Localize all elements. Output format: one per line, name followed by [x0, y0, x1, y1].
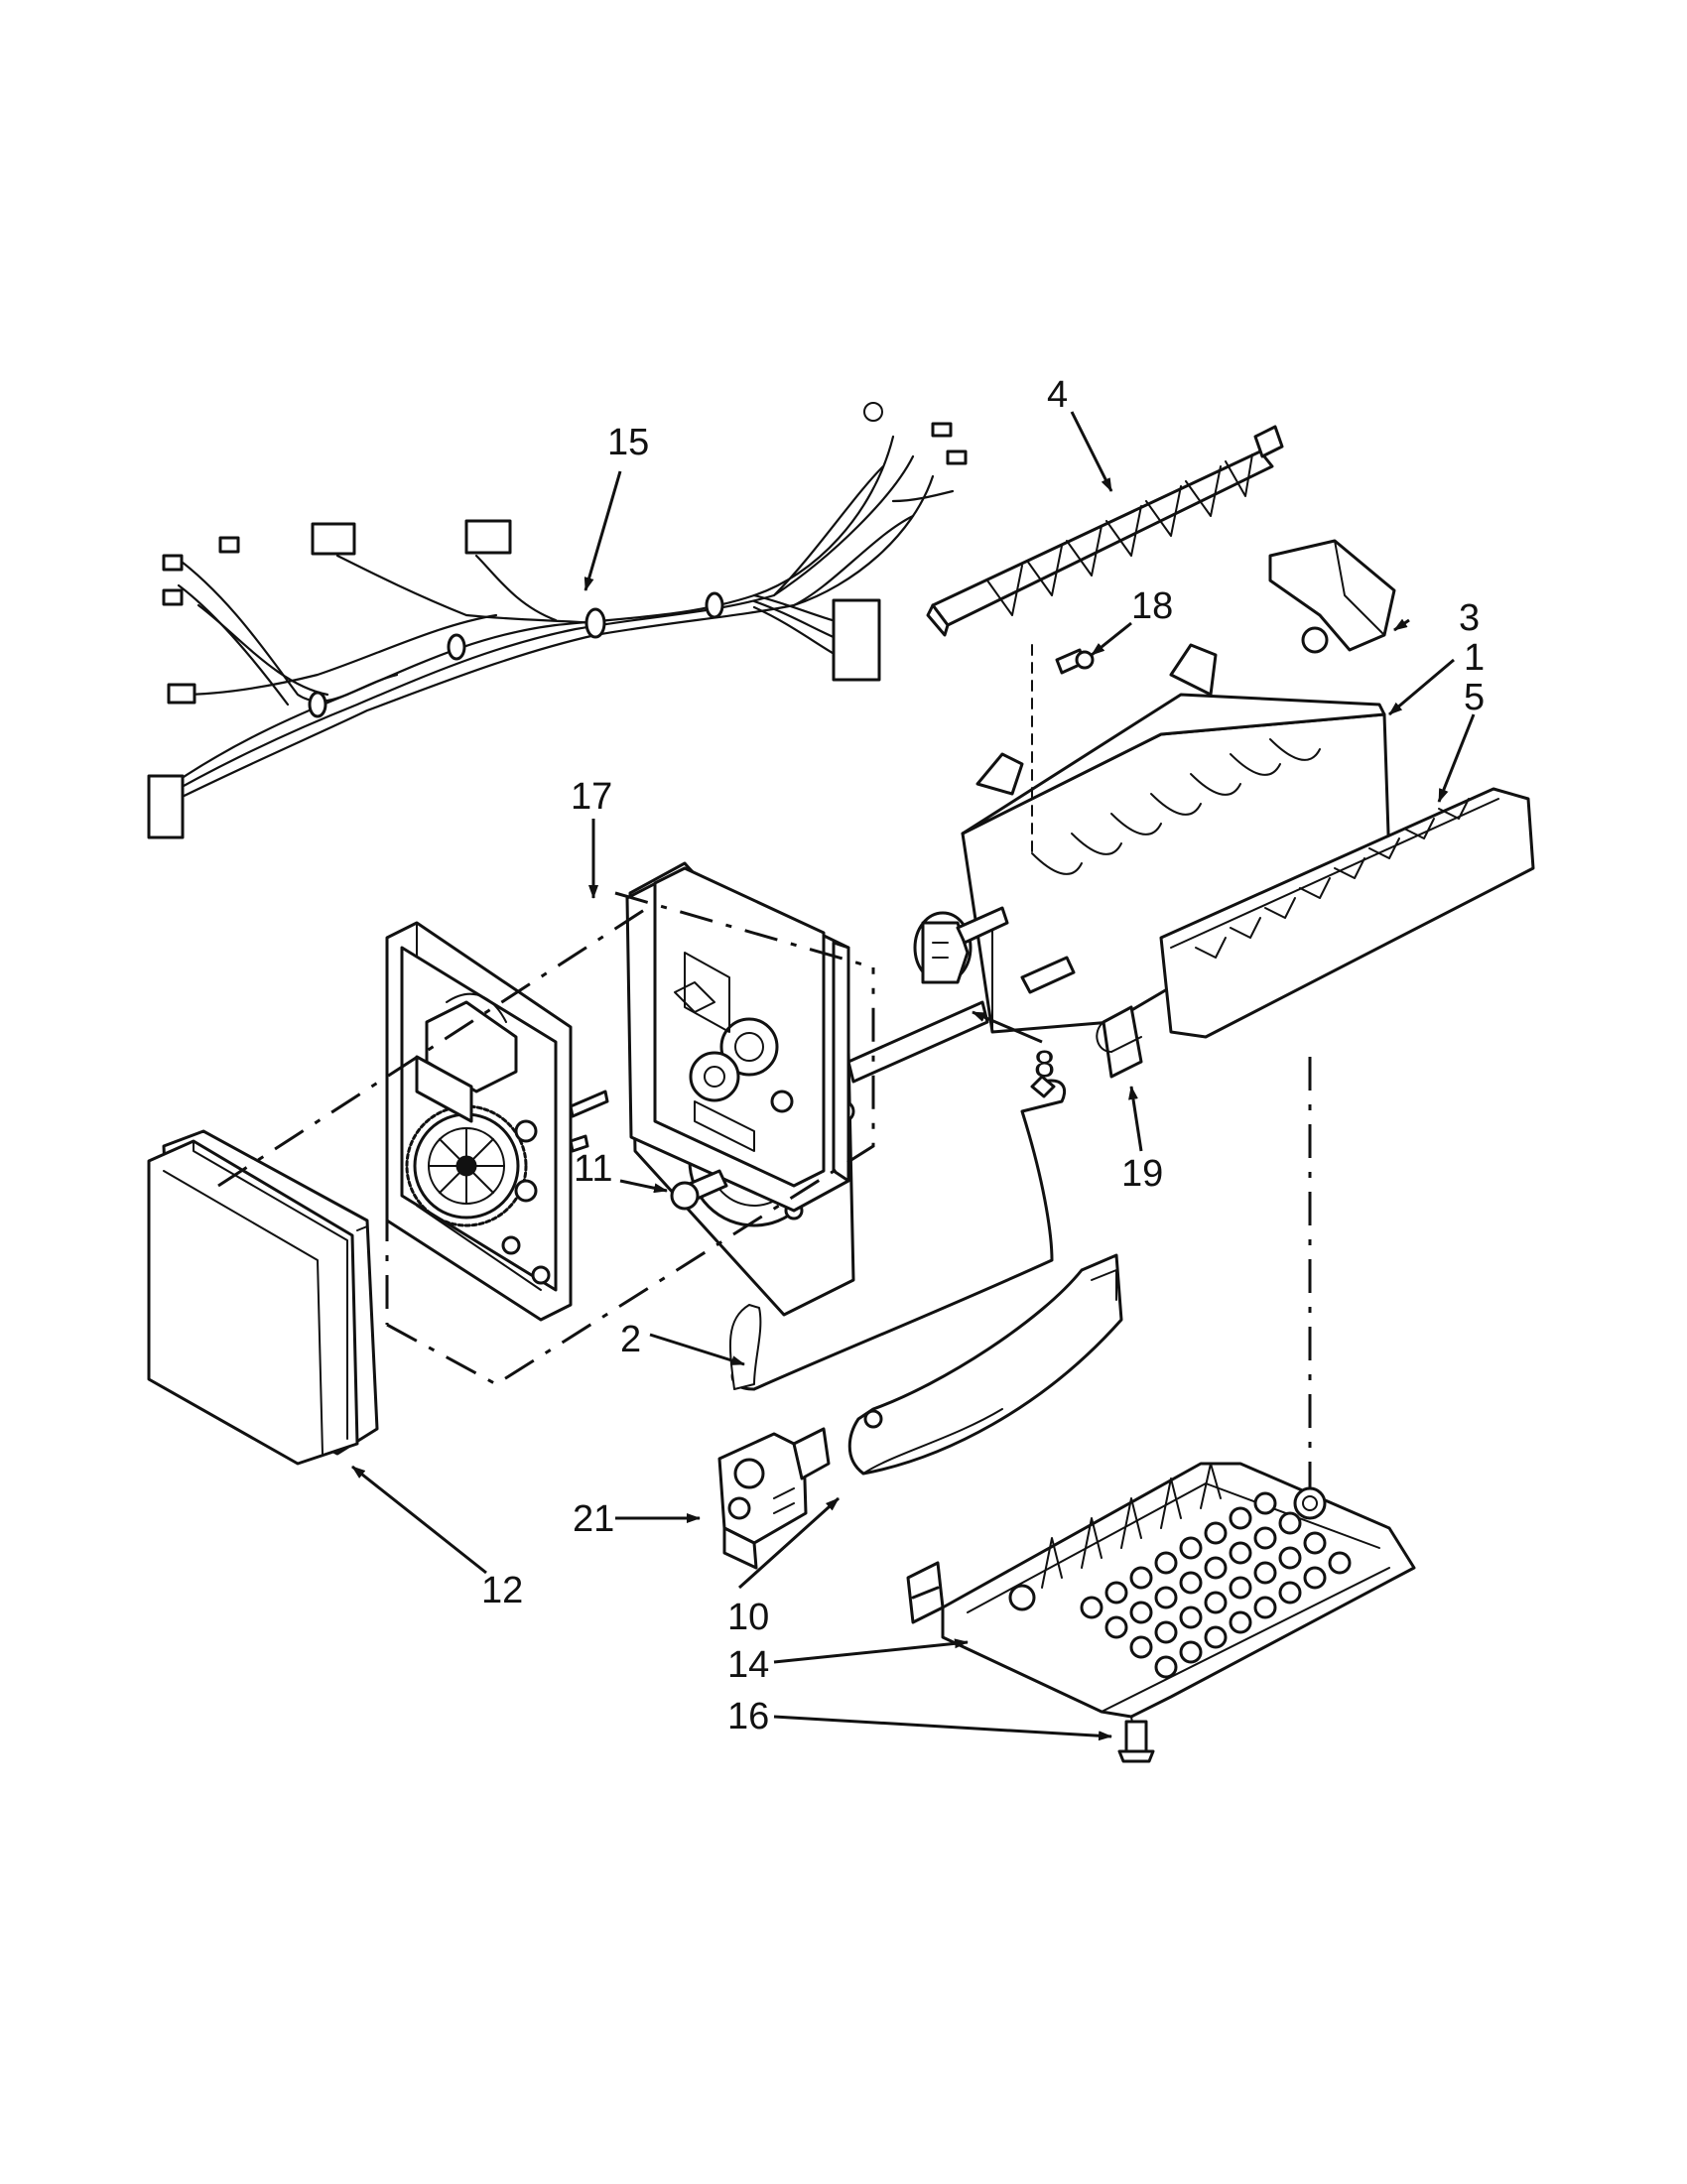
callout-12: 12: [351, 1465, 523, 1611]
callout-10: 10: [727, 1496, 841, 1638]
callout-label-14: 14: [727, 1644, 769, 1686]
callout-label-18: 18: [1131, 585, 1173, 627]
callout-label-3: 3: [1459, 597, 1480, 639]
callout-16: 16: [727, 1696, 1112, 1741]
callout-11: 11: [574, 1148, 668, 1194]
callout-label-16: 16: [727, 1696, 769, 1737]
solenoid: [717, 1427, 831, 1570]
assembly-17-outline: [217, 891, 1312, 1488]
callout-3: 3: [1393, 597, 1480, 639]
paddle: [847, 1253, 1123, 1476]
callout-label-17: 17: [571, 776, 612, 818]
callout-label-15: 15: [607, 422, 649, 463]
front-cover: [147, 1129, 379, 1466]
callout-18: 18: [1091, 585, 1173, 657]
screw-16: [1117, 1720, 1155, 1763]
screw-18: [1031, 644, 1095, 854]
ejector-shaft: [926, 425, 1284, 637]
screw-11: [670, 1169, 728, 1211]
callout-19: 19: [1121, 1086, 1163, 1195]
clip: [1096, 1005, 1143, 1079]
callout-8: 8: [972, 1010, 1055, 1086]
callout-2: 2: [620, 1319, 745, 1366]
callout-label-12: 12: [481, 1570, 523, 1611]
callout-17: 17: [571, 776, 612, 899]
callout-14: 14: [727, 1638, 969, 1686]
drive-shaft: [846, 1000, 989, 1084]
shutoff-arm: [728, 1075, 1066, 1391]
callout-label-10: 10: [727, 1597, 769, 1638]
bracket: [1268, 539, 1396, 654]
callout-label-2: 2: [620, 1319, 641, 1360]
thermostat: [913, 906, 1076, 994]
callout-1: 1: [1388, 637, 1485, 716]
callout-4: 4: [1047, 374, 1113, 492]
callout-label-1: 1: [1464, 637, 1485, 679]
callout-label-21: 21: [573, 1498, 614, 1540]
callout-label-11: 11: [574, 1148, 612, 1190]
callout-5: 5: [1437, 677, 1485, 803]
stripper: [1159, 787, 1535, 1039]
callout-label-5: 5: [1464, 677, 1485, 718]
callout-label-4: 4: [1047, 374, 1068, 416]
gear-plate: [385, 921, 609, 1322]
callout-21: 21: [573, 1498, 701, 1540]
callout-label-19: 19: [1121, 1153, 1163, 1195]
callout-15: 15: [584, 422, 649, 591]
stud-grid: [1080, 1491, 1352, 1679]
motor-housing-box: [625, 866, 850, 1213]
wire-harness: [147, 402, 968, 839]
base-tray: [906, 1462, 1416, 1747]
callout-label-8: 8: [1034, 1044, 1055, 1086]
